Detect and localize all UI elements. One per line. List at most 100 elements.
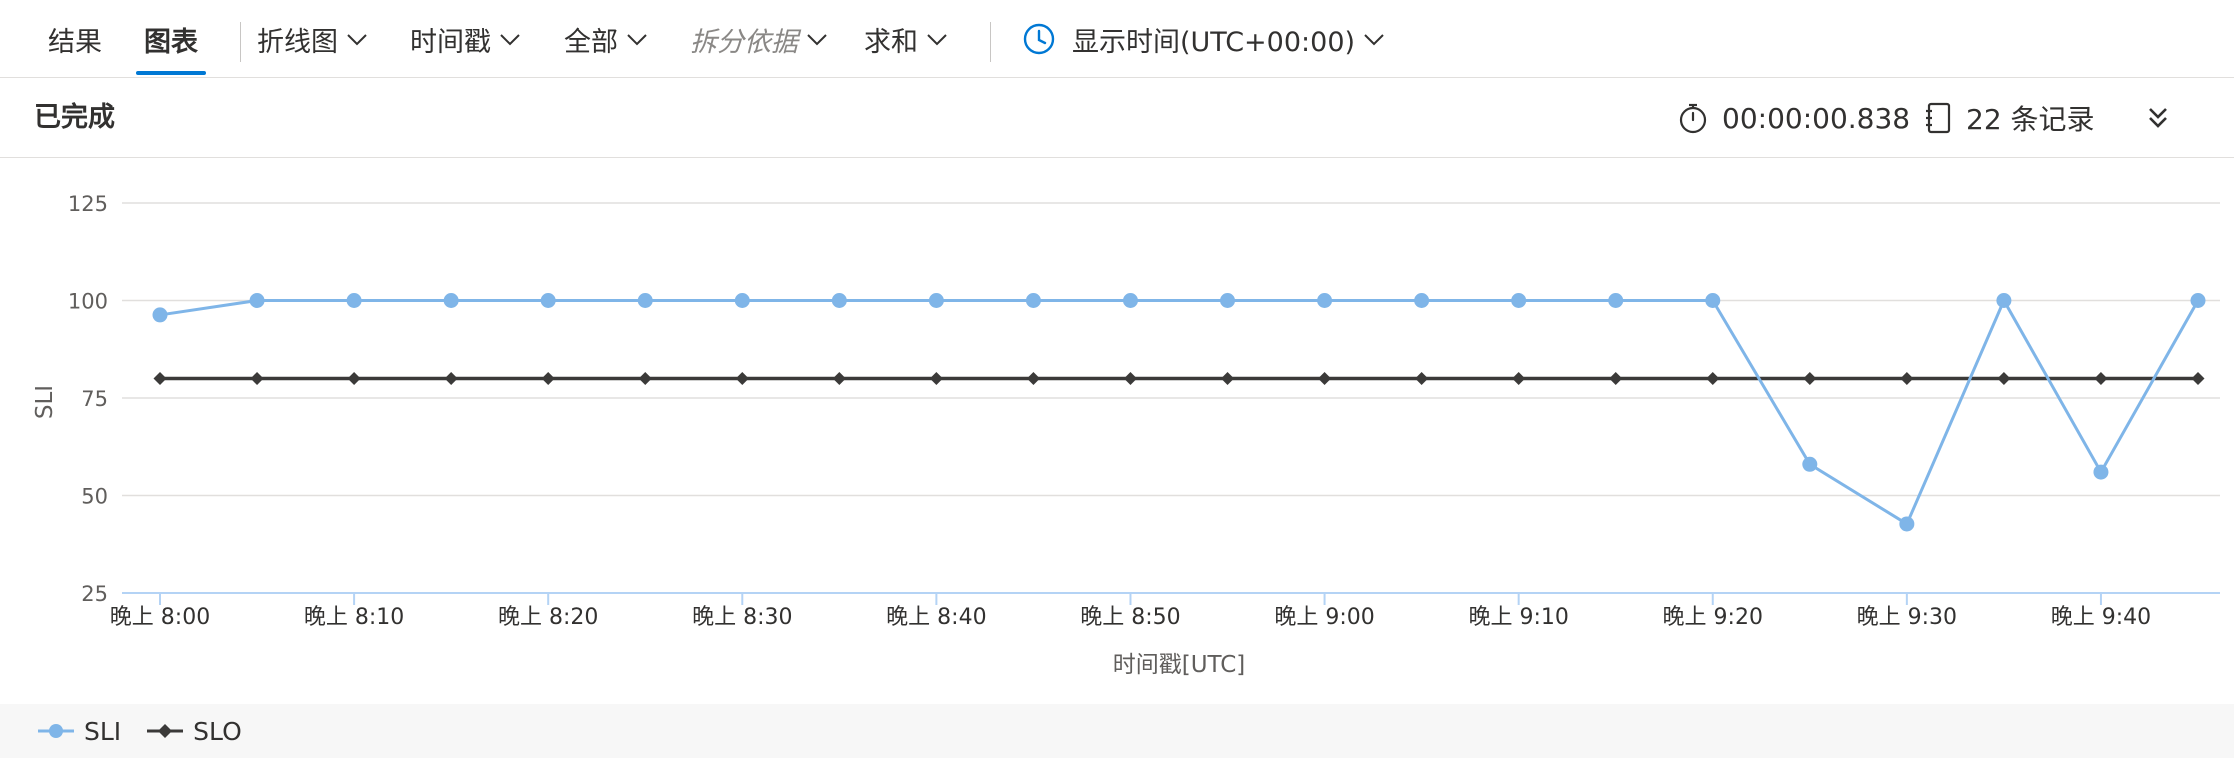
- tab-chart-label: 图表: [144, 26, 198, 58]
- data-point: [541, 372, 555, 385]
- legend-label-sli: SLI: [84, 716, 122, 746]
- data-point: [1608, 293, 1624, 308]
- legend-swatch-sli: [38, 724, 74, 738]
- tab-results[interactable]: 结果: [48, 0, 102, 78]
- data-point: [153, 372, 167, 385]
- toolbar-divider: [990, 22, 991, 62]
- chevron-down-icon: [500, 34, 520, 46]
- query-duration-value: 00:00:00.838: [1722, 101, 1911, 135]
- data-point: [2093, 464, 2109, 480]
- tab-chart[interactable]: 图表: [136, 0, 206, 78]
- time-display-label: 显示时间(UTC+00:00): [1072, 26, 1356, 58]
- aggregation-label: 求和: [864, 26, 918, 58]
- x-axis: 晚上 8:00 晚上 8:10 晚上 8:20 晚上 8:30 晚上 8:40 晚上 8:…: [110, 592, 2220, 630]
- data-point: [1415, 372, 1429, 385]
- data-point: [1899, 516, 1915, 532]
- x-tick-label: 晚上 9:30: [1857, 605, 1957, 630]
- data-point: [929, 372, 943, 385]
- data-point: [444, 372, 458, 385]
- data-point: [1025, 293, 1041, 308]
- y-tick-label: 100: [68, 290, 108, 314]
- query-status-title: 已完成: [34, 102, 115, 133]
- x-column-dropdown[interactable]: 时间戳: [410, 0, 523, 78]
- query-duration: 00:00:00.838: [1676, 78, 1910, 158]
- y-tick-label: 125: [68, 192, 108, 216]
- data-point: [1221, 372, 1235, 385]
- series-sli: [152, 293, 2206, 532]
- series-line-sli: [159, 297, 2200, 527]
- stopwatch-icon: [1679, 103, 1707, 134]
- series-slo: [153, 372, 2205, 385]
- data-point: [1900, 372, 1914, 385]
- data-point: [1996, 293, 2012, 308]
- split-by-dropdown[interactable]: 拆分依据: [690, 0, 830, 78]
- data-point: [1705, 293, 1721, 308]
- y-column-label: 全部: [564, 26, 618, 58]
- data-point: [1318, 372, 1332, 385]
- chart-series: [152, 293, 2206, 532]
- y-axis-label: SLI: [32, 385, 58, 419]
- x-tick-label: 晚上 9:00: [1274, 605, 1374, 630]
- chevron-down-icon: [807, 34, 827, 46]
- data-point: [1317, 293, 1333, 308]
- tab-results-label: 结果: [48, 26, 102, 58]
- x-tick-label: 晚上 9:10: [1468, 605, 1568, 630]
- y-column-dropdown[interactable]: 全部: [564, 0, 650, 78]
- data-point: [443, 293, 459, 308]
- toolbar-divider: [240, 22, 241, 62]
- data-point: [637, 293, 653, 308]
- x-tick-label: 晚上 8:50: [1080, 605, 1180, 630]
- x-column-label: 时间戳: [410, 26, 491, 58]
- active-tab-indicator: [136, 71, 206, 75]
- data-point: [1803, 372, 1817, 385]
- clock-icon: [1023, 23, 1055, 55]
- data-point: [1511, 293, 1527, 308]
- data-point: [832, 372, 846, 385]
- data-point: [346, 293, 362, 308]
- data-point: [1706, 372, 1720, 385]
- x-tick-label: 晚上 8:00: [110, 605, 210, 630]
- data-point: [1512, 372, 1526, 385]
- legend-label-slo: SLO: [193, 716, 242, 746]
- data-point: [928, 293, 944, 308]
- chevron-down-icon: [927, 34, 947, 46]
- double-chevron-down-icon: [2149, 108, 2167, 128]
- chart-gridlines: [122, 202, 2220, 497]
- chart-legend: SLI SLO: [0, 704, 2234, 758]
- aggregation-dropdown[interactable]: 求和: [864, 0, 950, 78]
- data-point: [249, 293, 265, 308]
- data-point: [2094, 372, 2108, 385]
- chevron-down-icon: [347, 34, 367, 46]
- chevron-down-icon: [627, 34, 647, 46]
- legend-item-slo[interactable]: SLO: [147, 717, 242, 746]
- data-point: [1026, 372, 1040, 385]
- time-display-dropdown[interactable]: 显示时间(UTC+00:00): [1022, 0, 1387, 78]
- data-point: [831, 293, 847, 308]
- x-axis-label: 时间戳[UTC]: [1113, 652, 1246, 678]
- data-point: [152, 307, 168, 323]
- chart-type-dropdown[interactable]: 折线图: [257, 0, 370, 78]
- data-point: [2190, 293, 2206, 308]
- legend-item-sli[interactable]: SLI: [38, 717, 121, 746]
- y-tick-label: 25: [81, 582, 108, 606]
- data-point: [735, 372, 749, 385]
- x-tick-label: 晚上 9:40: [2051, 605, 2151, 630]
- chevron-down-icon: [1364, 34, 1384, 46]
- x-tick-label: 晚上 8:30: [692, 605, 792, 630]
- x-tick-label: 晚上 8:40: [886, 605, 986, 630]
- data-point: [1997, 372, 2011, 385]
- data-point: [1122, 293, 1138, 308]
- x-tick-label: 晚上 8:10: [304, 605, 404, 630]
- x-tick-label: 晚上 9:20: [1663, 605, 1763, 630]
- data-point: [638, 372, 652, 385]
- data-point: [2191, 372, 2205, 385]
- chart-toolbar: 结果 图表 折线图 时间戳 全部 拆分依据 求和 显示时间(UTC+00:00): [0, 0, 2234, 78]
- record-count-value: 22 条记录: [1966, 103, 2095, 136]
- notebook-icon: [1926, 102, 1951, 134]
- y-tick-label: 50: [81, 485, 108, 509]
- data-point: [1123, 372, 1137, 385]
- expand-button[interactable]: [2138, 98, 2178, 138]
- x-tick-label: 晚上 8:20: [498, 605, 598, 630]
